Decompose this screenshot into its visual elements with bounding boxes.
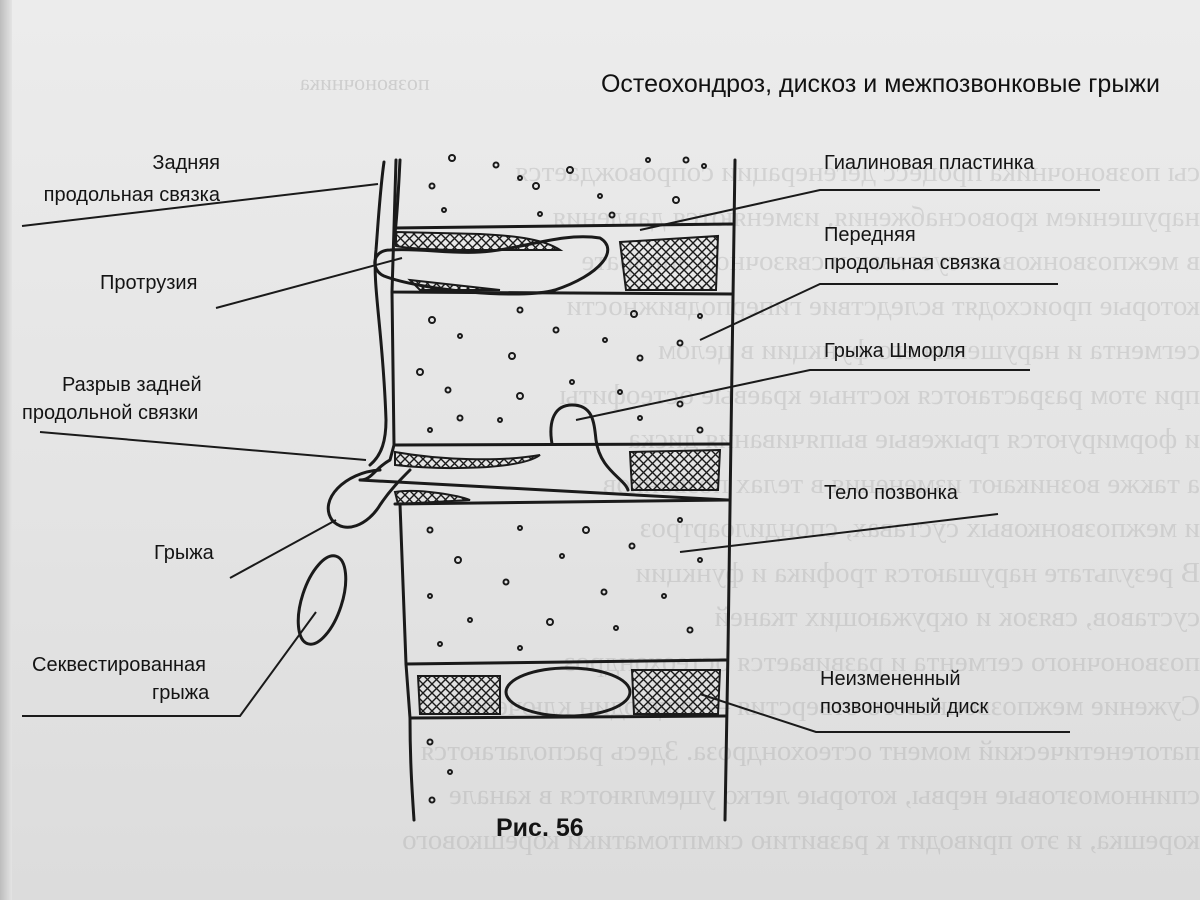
vertebra-top — [392, 158, 734, 230]
disc-2 — [358, 443, 730, 502]
label-posterior-ligament-1: Задняя — [152, 152, 220, 174]
leader-sequestered — [22, 611, 317, 717]
posterior-ligament-line — [368, 160, 388, 467]
label-sequestered-1: Секвестированная — [32, 654, 206, 676]
label-unchanged-disc-1: Неизмененный — [820, 668, 961, 690]
vertebra-lower — [398, 502, 728, 666]
label-rupture-1: Разрыв задней — [62, 374, 202, 396]
protrusion-shape — [373, 235, 610, 296]
leader-posterior-ligament — [21, 183, 379, 227]
sequestered-fragment — [296, 554, 348, 646]
anterior-ligament-line — [723, 158, 737, 822]
label-schmorl: Грыжа Шморля — [824, 340, 966, 362]
nucleus — [504, 666, 632, 718]
leader-anterior — [699, 283, 1058, 341]
label-posterior-ligament-2: продольная связка — [43, 184, 220, 206]
running-header: Остеохондроз, дискоз и межпозвонковые гр… — [600, 70, 1160, 98]
page-edge-shadow — [0, 0, 12, 900]
label-rupture-2: продольной связки — [22, 402, 199, 424]
leader-hyaline — [639, 189, 1100, 231]
label-sequestered-2: грыжа — [152, 682, 210, 704]
leader-schmorl — [575, 369, 1030, 421]
label-unchanged-disc-2: позвоночный диск — [820, 696, 989, 718]
leader-protrusion — [215, 257, 403, 309]
figure-caption: Рис. 56 — [496, 814, 584, 842]
label-hernia: Грыжа — [154, 542, 214, 564]
label-vertebral-body: Тело позвонка — [824, 482, 958, 504]
label-anterior-ligament-1: Передняя — [824, 224, 916, 246]
label-protrusion: Протрузия — [100, 272, 198, 294]
label-anterior-ligament-2: продольная связка — [824, 252, 1001, 274]
leader-rupture — [39, 431, 367, 461]
leader-hernia — [229, 519, 337, 579]
hernia-shape — [326, 468, 412, 529]
vertebra-middle — [390, 290, 732, 447]
label-hyaline-plate: Гиалиновая пластинка — [824, 152, 1035, 174]
leader-vertebral-body — [679, 513, 999, 553]
leader-disc — [699, 693, 1070, 733]
